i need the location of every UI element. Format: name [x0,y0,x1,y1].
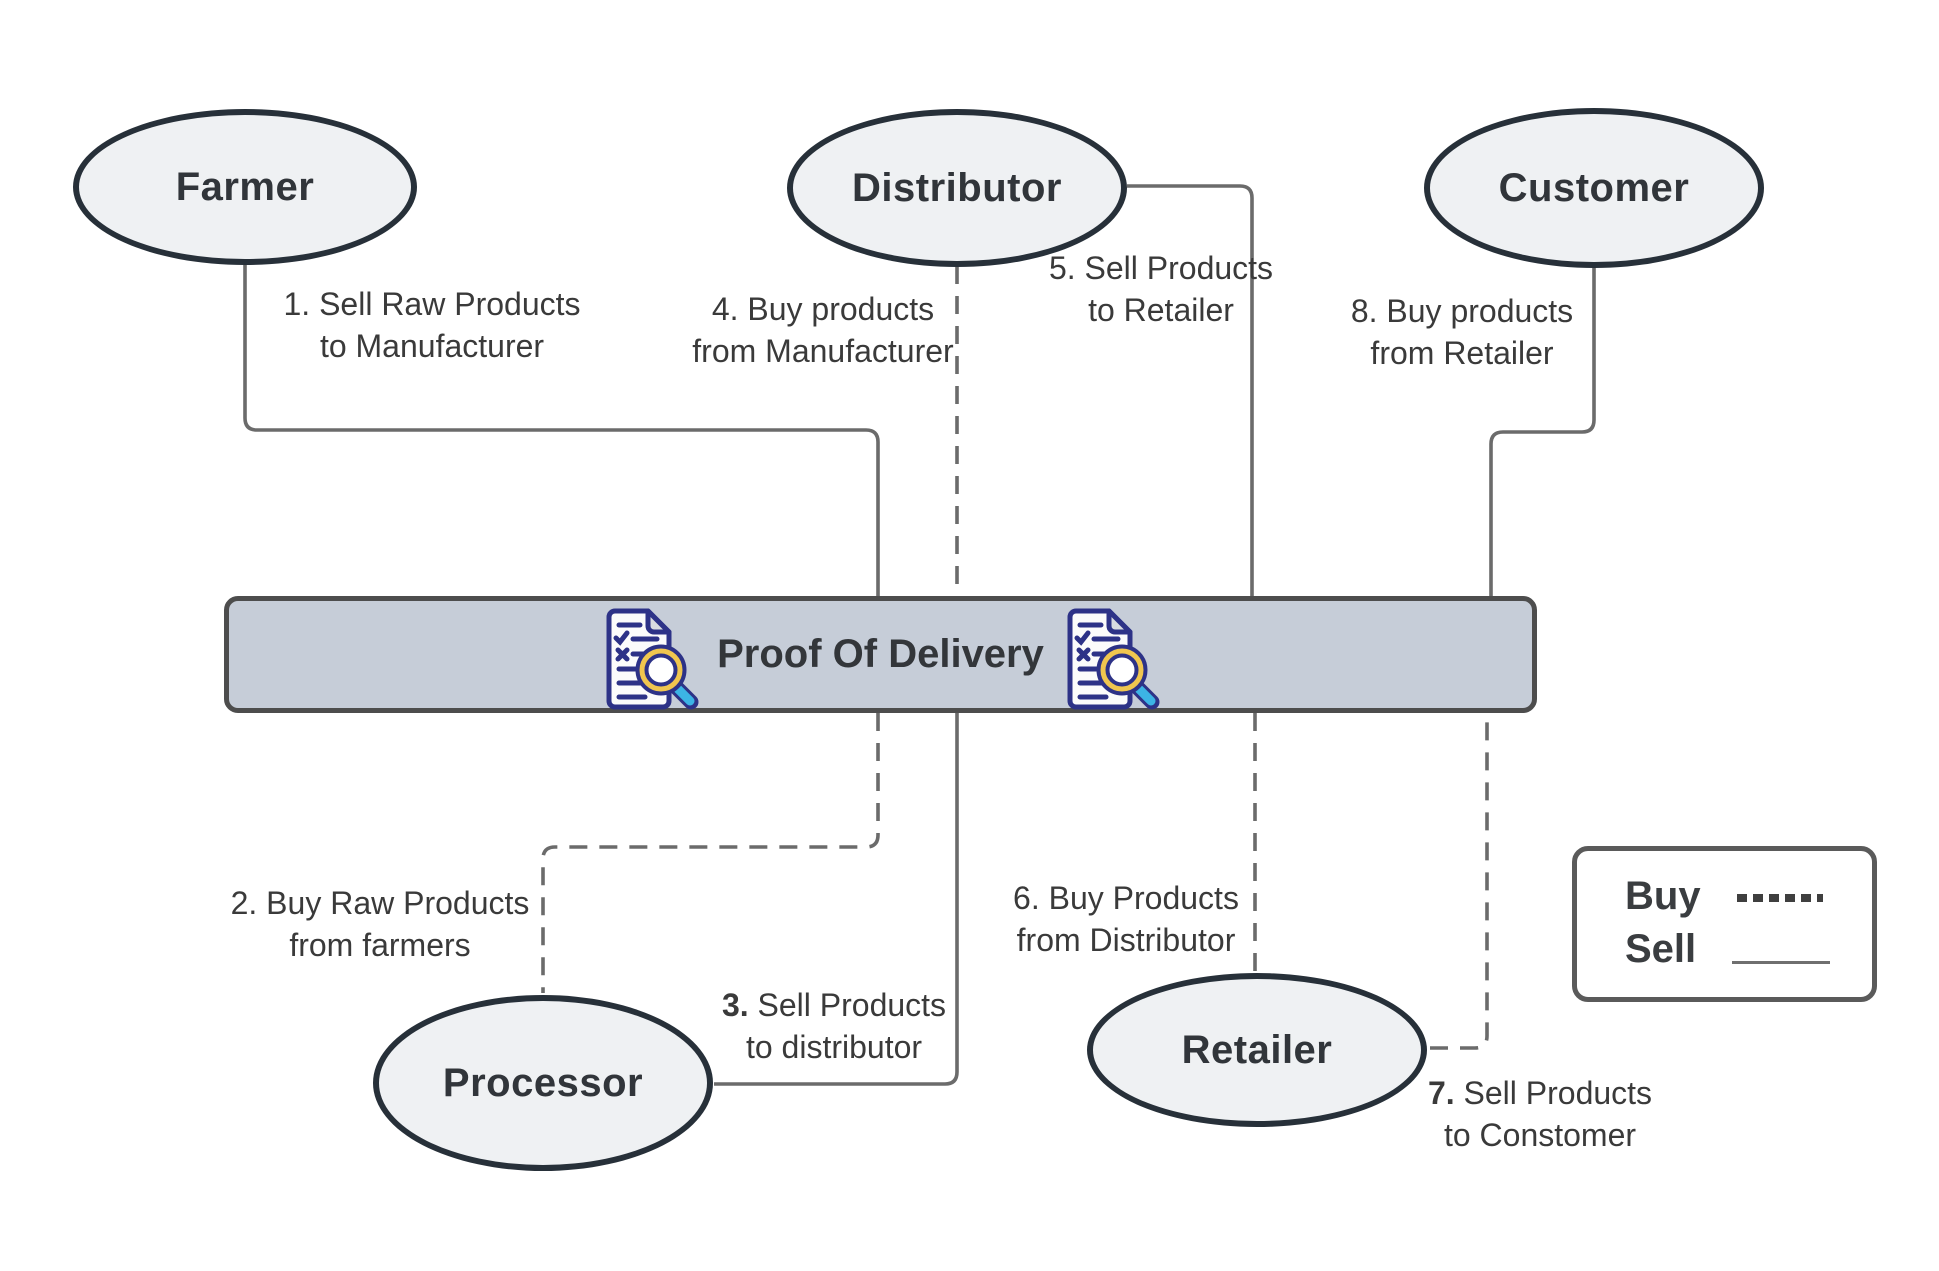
edge-label-2: 2. Buy Raw Products from farmers [231,882,530,966]
node-retailer: Retailer [1087,973,1427,1127]
edge-label-5: 5. Sell Products to Retailer [1049,247,1273,331]
edge-line-3-processor-sell [714,713,959,1086]
legend-sell-label: Sell [1625,927,1697,971]
edge-5-line1: Sell Products [1084,250,1274,286]
edge-label-6: 6. Buy Products from Distributor [1013,877,1239,961]
node-distributor: Distributor [787,109,1127,267]
node-farmer-label: Farmer [175,164,315,209]
edge-6-number: 6. [1013,880,1040,916]
edge-line-8-customer-buy [1489,264,1596,596]
edge-8-number: 8. [1350,293,1378,329]
edge-label-3: 3. Sell Products to distributor [722,984,946,1068]
node-farmer: Farmer [73,109,417,265]
edge-4-line2: from Manufacturer [692,333,954,369]
edge-line-2-processor-buy [541,713,880,993]
edge-line-7-retailer-sell [1430,713,1489,1050]
edge-4-line1: Buy products [747,291,935,327]
edge-2-line1: Buy Raw Products [266,885,530,921]
edge-1-line2: to Manufacturer [319,328,545,364]
edge-label-7: 7. Sell Products to Constomer [1428,1072,1652,1156]
edge-3-number: 3. [721,987,749,1023]
edge-7-line2: to Constomer [1443,1117,1637,1153]
edge-label-1: 1. Sell Raw Products to Manufacturer [283,283,580,367]
node-customer-label: Customer [1498,165,1690,210]
edge-4-number: 4. [711,291,739,327]
edge-3-line1: Sell Products [757,987,947,1023]
edge-1-line1: Sell Raw Products [319,286,581,322]
edge-line-1-farmer-sell [243,263,880,596]
edge-6-line1: Buy Products [1048,880,1239,916]
document-magnifier-icon [595,606,705,718]
node-processor: Processor [373,995,713,1171]
legend-sell-solid-line-sample [1732,961,1830,964]
edge-line-5-distributor-sell [1127,184,1254,596]
legend-buy-dashed-line-sample [1737,894,1823,902]
edge-7-number: 7. [1427,1075,1455,1111]
legend: Buy Sell [1572,846,1877,1002]
proof-of-delivery-title: Proof Of Delivery [717,632,1044,676]
edge-5-line2: to Retailer [1088,292,1234,328]
edge-7-line1: Sell Products [1463,1075,1653,1111]
legend-buy-label: Buy [1625,874,1701,918]
node-retailer-label: Retailer [1181,1027,1333,1072]
node-distributor-label: Distributor [852,165,1062,210]
edge-6-line2: from Distributor [1016,922,1236,958]
edge-1-number: 1. [283,286,311,322]
proof-of-delivery-bar-content: Proof Of Delivery [229,601,1532,708]
proof-of-delivery-bar: Proof Of Delivery [224,596,1537,713]
node-processor-label: Processor [442,1060,644,1105]
edge-label-4: 4. Buy products from Manufacturer [692,288,953,372]
document-magnifier-icon [1056,606,1166,718]
edge-8-line2: from Retailer [1370,335,1554,371]
edge-8-line1: Buy products [1386,293,1574,329]
edge-2-line2: from farmers [289,927,471,963]
node-customer: Customer [1424,108,1764,268]
edge-label-8: 8. Buy products from Retailer [1351,290,1573,374]
edge-3-line2: to distributor [745,1029,923,1065]
edge-2-number: 2. [230,885,258,921]
edge-5-number: 5. [1048,250,1076,286]
